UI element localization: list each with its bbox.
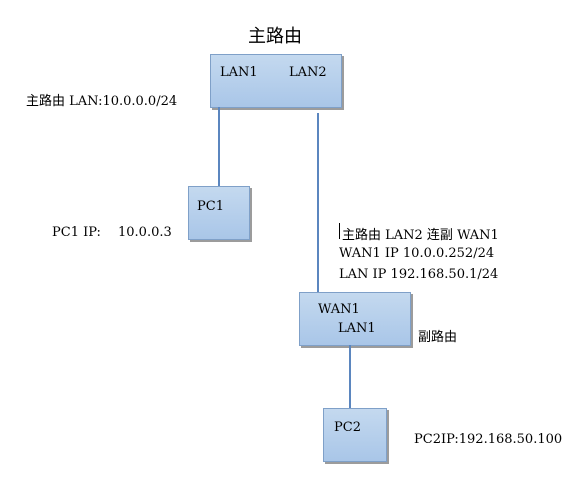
pc1-box: PC1 — [188, 186, 250, 240]
connector-sub-lan1-pc2 — [349, 345, 351, 408]
main-router-port-lan2: LAN2 — [289, 65, 327, 80]
link-note-line3: LAN IP 192.168.50.1/24 — [339, 267, 499, 282]
link-note-line1: 主路由 LAN2 连副 WAN1 — [342, 228, 499, 243]
sub-router-port-lan1: LAN1 — [338, 321, 376, 336]
main-router-title: 主路由 — [248, 26, 302, 47]
sub-router-port-wan1: WAN1 — [318, 302, 360, 317]
connector-lan2-wan1 — [317, 113, 319, 292]
main-router-box: LAN1 LAN2 — [210, 54, 342, 108]
text-cursor — [339, 223, 340, 239]
main-router-port-lan1: LAN1 — [220, 65, 258, 80]
pc1-label: PC1 — [197, 199, 224, 214]
pc2-label: PC2 — [334, 420, 361, 435]
pc2-box: PC2 — [323, 408, 387, 462]
link-note-line2: WAN1 IP 10.0.0.252/24 — [339, 246, 495, 261]
main-router-lan-note: 主路由 LAN:10.0.0.0/24 — [26, 94, 178, 109]
pc1-ip-value: 10.0.0.3 — [118, 225, 172, 240]
pc1-ip-label: PC1 IP: — [52, 225, 101, 240]
connector-lan1-pc1 — [218, 107, 220, 186]
pc2-ip-note: PC2IP:192.168.50.100 — [414, 432, 563, 447]
sub-router-label: 副路由 — [418, 330, 458, 345]
sub-router-box: WAN1 LAN1 — [299, 292, 411, 346]
